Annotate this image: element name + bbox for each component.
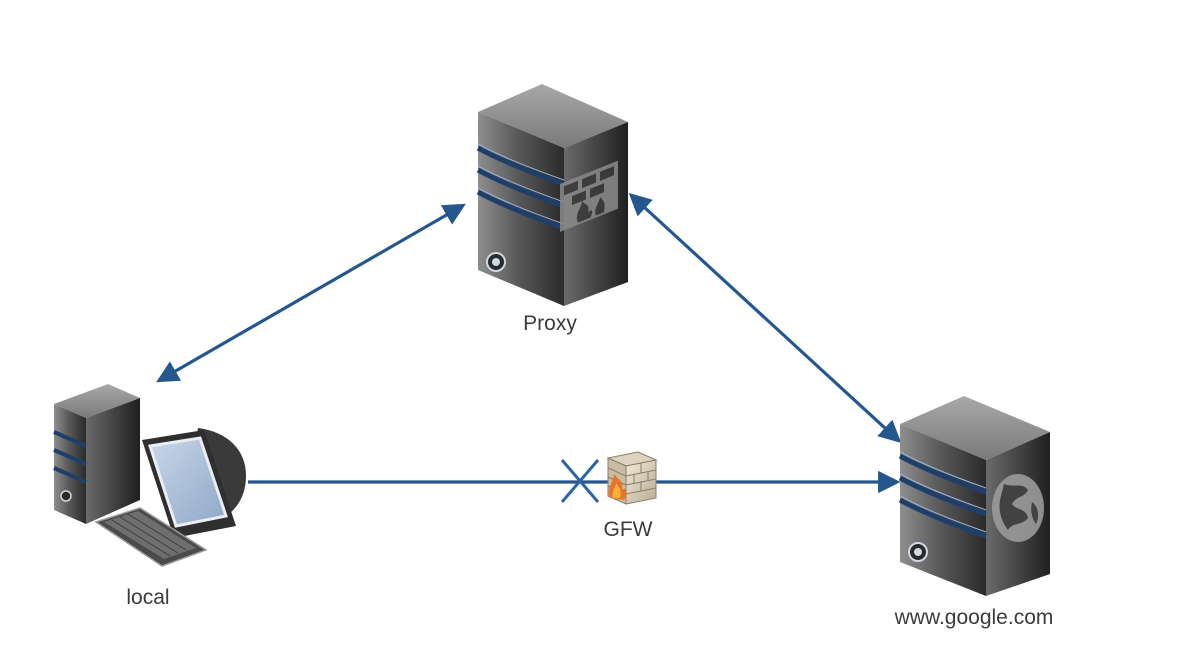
local-node: local [53, 384, 246, 609]
edges [156, 192, 902, 494]
proxy-node: Proxy [476, 84, 628, 335]
blocked-x-icon [560, 459, 600, 503]
gfw-node: GFW [604, 451, 658, 541]
firewall-brick-icon [606, 451, 658, 505]
local-label: local [126, 586, 169, 609]
proxy-server-firewall-icon [476, 84, 628, 306]
web-server-globe-icon [898, 396, 1050, 596]
proxy-label: Proxy [523, 312, 577, 335]
edge-proxy-google [628, 192, 902, 444]
desktop-computer-icon [53, 384, 246, 567]
google-label: www.google.com [894, 606, 1054, 629]
edge-local-proxy [156, 203, 466, 383]
google-node: www.google.com [894, 396, 1054, 629]
gfw-label: GFW [604, 518, 653, 541]
